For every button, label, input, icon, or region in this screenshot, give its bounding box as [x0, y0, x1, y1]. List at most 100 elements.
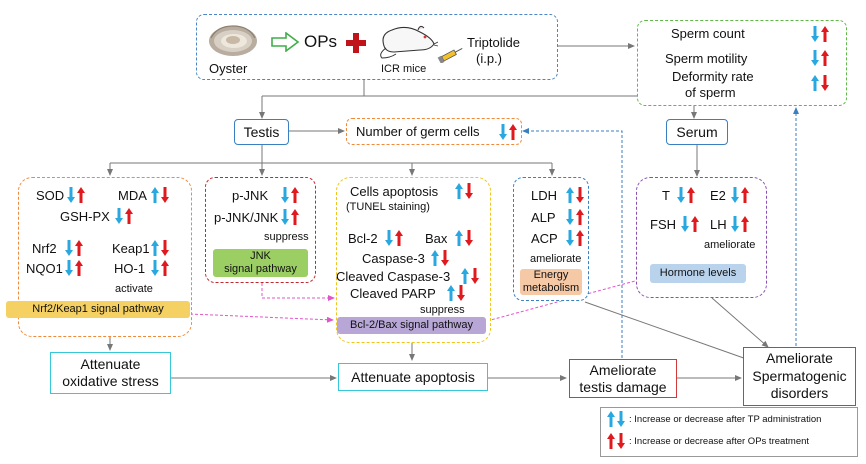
arrow-down-up-icon [565, 229, 585, 252]
arrow-down-up-icon [280, 186, 300, 209]
ameliorate-spermatogenic-box: Ameliorate Spermatogenic disorders [743, 347, 856, 406]
attenuate-apoptosis-label: Attenuate apoptosis [351, 369, 475, 385]
arrow-up-down-icon [565, 186, 585, 209]
pjnk-ratio-label: p-JNK/JNK [214, 210, 279, 225]
plus-icon [346, 33, 366, 53]
jnk-pathway-label: JNK [250, 250, 271, 263]
arrow-up-down-icon [430, 249, 450, 272]
hormone-levels-pill: Hormone levels [650, 264, 746, 283]
bcl2-bax-pathway-pill: Bcl-2/Bax signal pathway [337, 317, 486, 334]
mice-label: ICR mice [381, 63, 427, 75]
ameliorate-spermatogenic-label-2: Spermatogenic [752, 367, 847, 384]
nrf2-keap1-pathway-pill: Nrf2/Keap1 signal pathway [6, 301, 190, 318]
sperm-deformity-label: Deformity rate [672, 69, 754, 84]
arrow-down-up-icon [730, 186, 750, 209]
mda-label: MDA [118, 188, 147, 203]
oyster-icon [209, 25, 257, 56]
arrow-down-up-icon [280, 208, 300, 231]
arrow-up-down-icon [810, 74, 830, 97]
arrow-down-up-icon [565, 208, 585, 231]
serum-label: Serum [676, 124, 718, 140]
arrow-up-down-icon [454, 182, 474, 205]
arrow-down-up-icon [810, 49, 830, 72]
apoptosis-box [336, 177, 491, 343]
acp-label: ACP [531, 231, 558, 246]
arrow-up-down-icon [460, 267, 480, 290]
nrf2-keap1-pathway-label: Nrf2/Keap1 signal pathway [32, 303, 164, 316]
arrow-up-down-icon [150, 239, 170, 262]
legend-ops-label: : Increase or decrease after OPs treatme… [629, 436, 810, 447]
arrow-down-up-icon [810, 25, 830, 48]
ldh-label: LDH [531, 188, 558, 203]
arrow-down-up-icon [150, 259, 170, 282]
e2-label: E2 [710, 188, 726, 203]
ameliorate-spermatogenic-label: Ameliorate [766, 350, 833, 367]
energy-metabolism-pill: Energy metabolism [520, 269, 582, 295]
lh-label: LH [710, 217, 727, 232]
arrow-up-down-icon [150, 186, 170, 209]
caspase3-label: Caspase-3 [362, 251, 425, 266]
alp-label: ALP [531, 210, 556, 225]
energy-ameliorate-label: ameliorate [530, 253, 582, 265]
ameliorate-testis-label-2: testis damage [579, 378, 667, 395]
arrow-down-up-icon [384, 229, 404, 252]
arrow-down-up-icon [730, 215, 750, 238]
bcl2-label: Bcl-2 [348, 231, 378, 246]
nqo1-label: NQO1 [26, 261, 63, 276]
germ-cells-box [346, 118, 522, 145]
cells-apoptosis-label: Cells apoptosis [350, 184, 439, 199]
syringe-icon [437, 48, 463, 63]
arrow-down-up-icon [66, 186, 86, 209]
arrow-down-up-icon [498, 123, 518, 146]
arrow-up-down-icon [446, 284, 466, 307]
arrow-down-up-icon [114, 207, 134, 230]
mouse-icon [380, 25, 438, 59]
arrow-down-up-icon [676, 186, 696, 209]
hormone-levels-label: Hormone levels [659, 267, 737, 280]
oyster-label: Oyster [209, 61, 248, 76]
t-label: T [662, 188, 670, 203]
ameliorate-testis-label: Ameliorate [589, 361, 657, 378]
attenuate-oxidative-box: Attenuate oxidative stress [50, 352, 171, 394]
sperm-parameters-box [637, 20, 847, 106]
energy-metabolism-label: Energy [533, 269, 569, 282]
arrow-down-up-icon [680, 215, 700, 238]
jnk-suppress-label: suppress [264, 231, 309, 243]
attenuate-oxidative-label-2: oxidative stress [62, 373, 159, 389]
arrow-down-up-icon [64, 259, 84, 282]
arrow-up-down-icon [454, 229, 474, 252]
legend-box [600, 407, 858, 457]
triptolide-route-label: (i.p.) [476, 51, 502, 66]
attenuate-apoptosis-box: Attenuate apoptosis [338, 363, 488, 391]
experiment-setup-box [196, 14, 558, 80]
attenuate-oxidative-label: Attenuate [80, 355, 141, 372]
bax-label: Bax [425, 231, 448, 246]
triptolide-label: Triptolide [467, 35, 520, 50]
legend-tp-arrows-icon [606, 410, 626, 433]
testis-label: Testis [243, 124, 280, 140]
hormone-ameliorate-label: ameliorate [704, 239, 756, 251]
green-arrow-icon [271, 32, 300, 52]
activate-label: activate [115, 283, 153, 295]
jnk-pathway-label-2: signal pathway [224, 263, 297, 275]
ho1-label: HO-1 [114, 261, 146, 276]
ops-label: OPs [304, 32, 338, 51]
arrow-down-up-icon [64, 239, 84, 262]
cleaved-caspase3-label: Cleaved Caspase-3 [336, 269, 451, 284]
bcl2-bax-pathway-label: Bcl-2/Bax signal pathway [350, 319, 473, 332]
ameliorate-spermatogenic-label-3: disorders [770, 385, 829, 402]
sod-label: SOD [36, 188, 65, 203]
sperm-deformity-label-2: of sperm [685, 85, 736, 100]
fsh-label: FSH [650, 217, 676, 232]
nrf2-label: Nrf2 [32, 241, 57, 256]
legend-ops-arrows-icon [606, 432, 626, 455]
legend-tp-label: : Increase or decrease after TP administ… [629, 414, 822, 425]
cleaved-parp-label: Cleaved PARP [350, 286, 436, 301]
germ-cells-label: Number of germ cells [356, 124, 480, 139]
tunel-label: (TUNEL staining) [346, 201, 430, 213]
keap1-label: Keap1 [112, 241, 150, 256]
testis-box: Testis [234, 119, 289, 145]
ameliorate-testis-box: Ameliorate testis damage [569, 359, 677, 398]
gshpx-label: GSH-PX [60, 209, 110, 224]
